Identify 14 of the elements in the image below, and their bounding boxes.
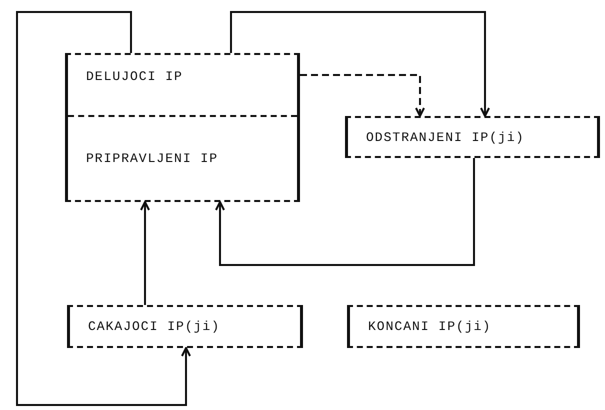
node-label: DELUJOCI IP	[86, 69, 183, 84]
node-label: CAKAJOCI IP(ji)	[88, 319, 220, 334]
node-label: PRIPRAVLJENI IP	[86, 151, 218, 166]
connector-arrow	[230, 11, 490, 117]
process-box	[67, 305, 303, 348]
connector-arrow	[16, 11, 191, 406]
process-box	[65, 53, 300, 202]
connector-arrow	[300, 74, 425, 117]
process-box	[345, 116, 600, 158]
connector-arrow	[140, 201, 150, 305]
node-label: ODSTRANJENI IP(ji)	[366, 130, 524, 144]
connector-arrow	[215, 158, 475, 266]
process-box	[347, 305, 580, 348]
node-label: KONCANI IP(ji)	[368, 319, 492, 334]
